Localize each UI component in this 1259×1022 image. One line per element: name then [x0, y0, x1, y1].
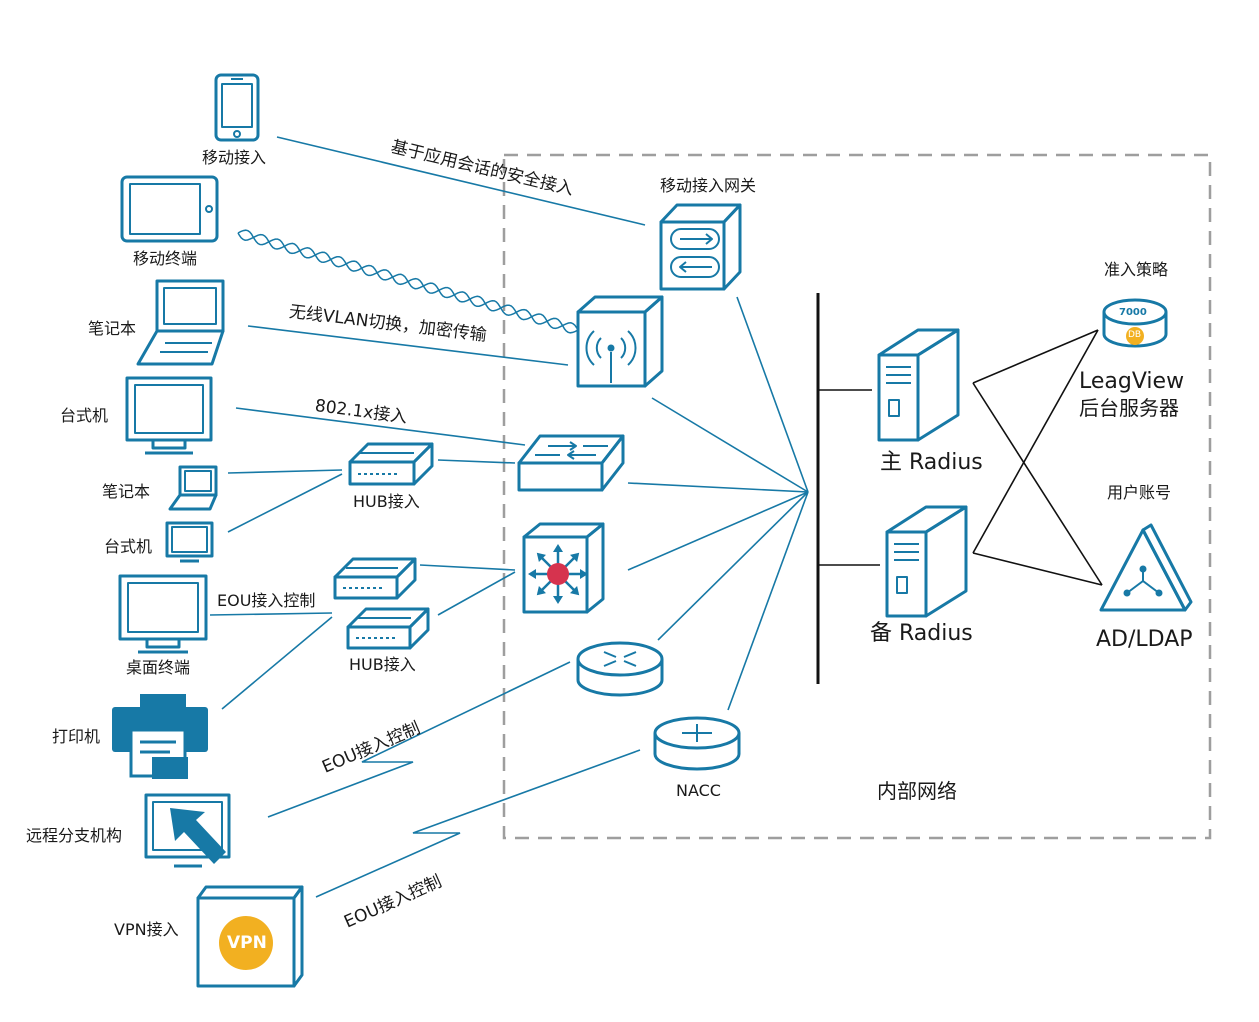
hub-switch-icon-1	[348, 442, 434, 486]
label-user-account: 用户账号	[1107, 483, 1172, 502]
wireless-wave-strand	[237, 229, 579, 334]
backup-radius-server-icon	[885, 505, 968, 618]
label-mobile-terminal: 移动终端	[133, 249, 198, 268]
label-desktop-2: 台式机	[104, 537, 153, 556]
label-backend-server: 后台服务器	[1079, 396, 1179, 420]
database-icon	[1102, 298, 1168, 348]
label-hub-1: HUB接入	[353, 492, 420, 511]
db-badge: DB	[1128, 330, 1142, 340]
label-mobile-gateway: 移动接入网关	[660, 176, 757, 195]
hub-switch-icon-3	[346, 607, 430, 650]
db-number: 7000	[1119, 307, 1147, 318]
label-internal-network: 内部网络	[877, 779, 957, 803]
nacc-device-icon	[653, 716, 741, 771]
label-access-policy: 准入策略	[1104, 260, 1169, 279]
core-layer3-switch-icon	[522, 522, 605, 614]
label-backup-radius: 备 Radius	[870, 621, 973, 646]
wireless-access-point-icon	[576, 295, 664, 388]
label-laptop-1: 笔记本	[88, 319, 137, 338]
laptop-small-icon	[168, 465, 218, 511]
label-nacc: NACC	[676, 781, 721, 800]
vpn-box-icon	[196, 885, 304, 988]
wireless-link-wave	[237, 229, 579, 334]
tablet-icon	[120, 175, 219, 243]
desktop-small-icon	[165, 521, 214, 563]
remote-branch-icon	[144, 793, 231, 868]
core-switch-arrowhead	[528, 569, 536, 579]
label-laptop-2: 笔记本	[102, 482, 151, 501]
access-switch-icon	[517, 434, 625, 492]
label-ad-ldap: AD/LDAP	[1096, 627, 1193, 652]
label-mobile-access: 移动接入	[202, 148, 267, 167]
core-switch-arrowhead	[570, 586, 580, 596]
laptop-icon	[136, 279, 225, 366]
core-switch-arrowhead	[536, 552, 546, 562]
label-eou-control: EOU接入控制	[217, 591, 316, 610]
mobile-gateway-icon	[659, 203, 742, 291]
desktop-monitor-icon	[125, 376, 213, 455]
internal-network-frame	[502, 153, 1212, 840]
hub-switch-icon-2	[333, 557, 417, 600]
label-printer: 打印机	[52, 727, 101, 746]
label-desktop-terminal: 桌面终端	[126, 658, 191, 677]
ad-ldap-directory-icon	[1099, 523, 1193, 612]
label-leagview: LeagView	[1079, 369, 1185, 394]
main-radius-server-icon	[877, 328, 960, 442]
printer-icon	[112, 694, 208, 779]
label-vpn-access: VPN接入	[114, 920, 179, 939]
label-hub-2: HUB接入	[349, 655, 416, 674]
core-switch-arrowhead	[580, 569, 588, 579]
router-icon	[576, 641, 664, 697]
label-desktop-1: 台式机	[60, 406, 109, 425]
core-switch-arrowhead	[553, 544, 563, 552]
desktop-terminal-icon	[118, 574, 208, 654]
core-switch-arrowhead	[553, 596, 563, 604]
label-main-radius: 主 Radius	[880, 450, 983, 475]
core-backbone	[816, 293, 1103, 684]
core-switch-arrowhead	[570, 552, 580, 562]
label-remote-branch: 远程分支机构	[26, 826, 123, 845]
connection-lines	[209, 136, 809, 898]
core-switch-arrowhead	[536, 586, 546, 596]
mobile-phone-icon	[214, 73, 260, 142]
vpn-badge: VPN	[227, 933, 267, 953]
